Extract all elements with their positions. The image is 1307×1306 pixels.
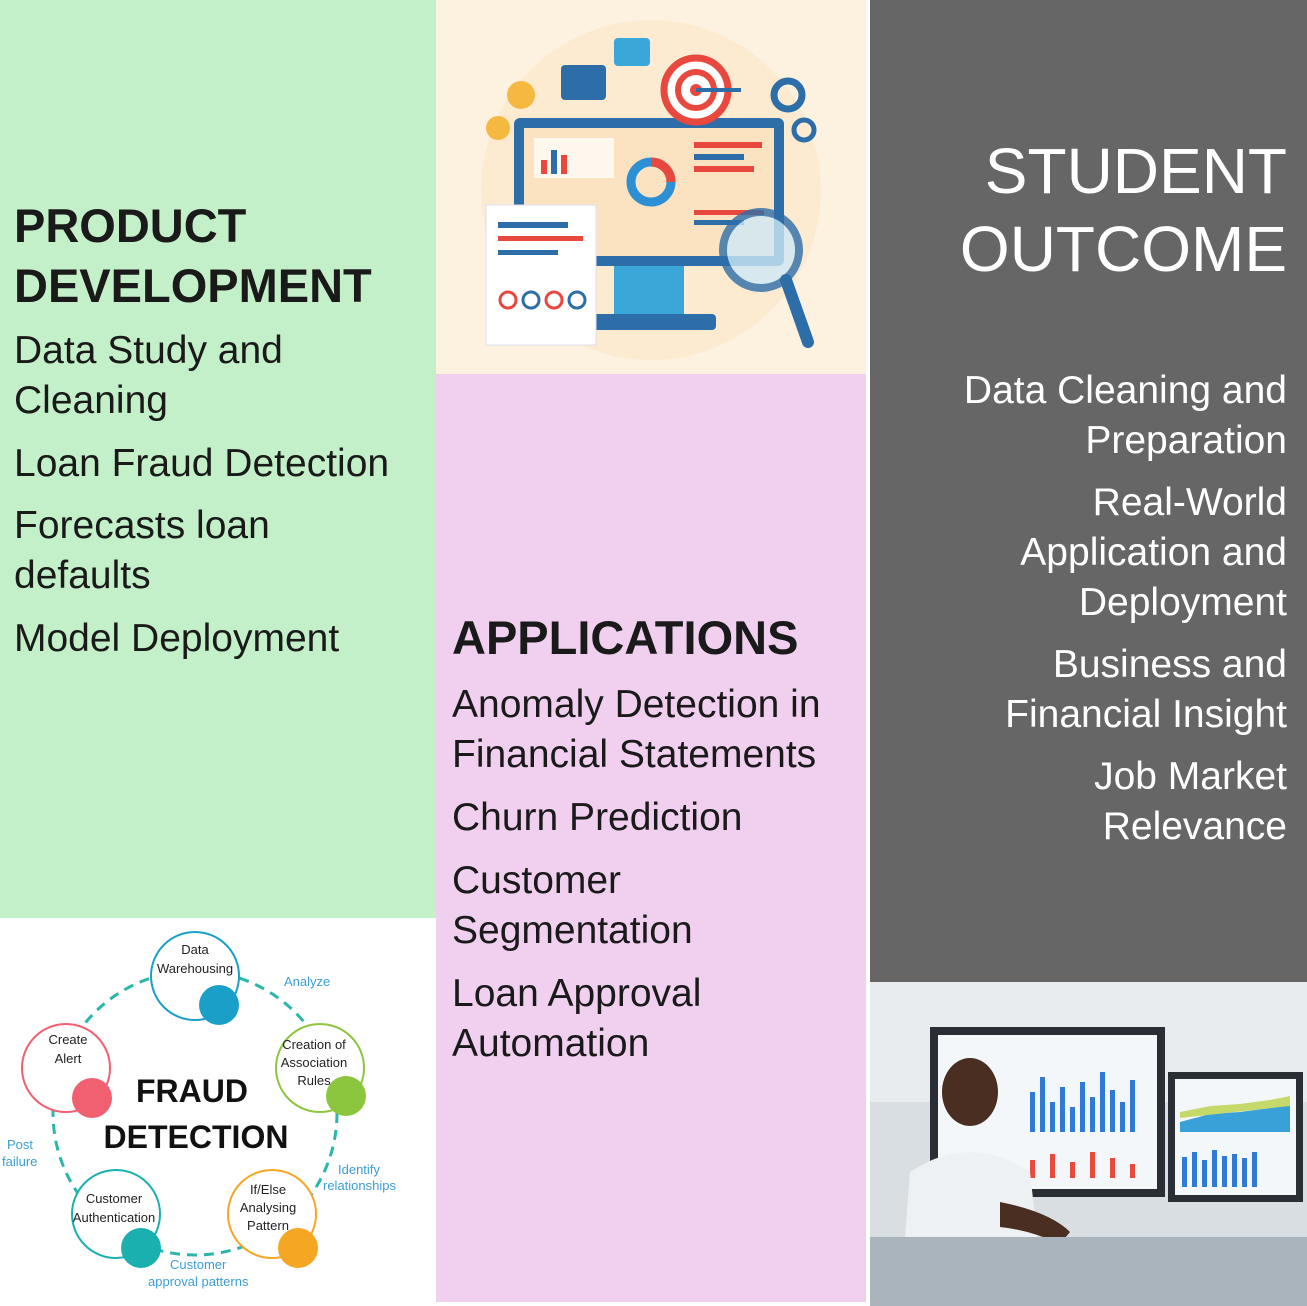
node-dot [121,1228,161,1268]
product-development-title: PRODUCT DEVELOPMENT [14,196,424,316]
analyst-photo [870,982,1307,1306]
item-line: Loan Approval [452,972,702,1015]
item-line: defaults [14,554,151,597]
item-line: Loan Fraud Detection [14,442,390,485]
student-outcome-title: STUDENT OUTCOME [960,132,1287,288]
list-item: Business and Financial Insight [877,640,1287,740]
list-item: Forecasts loan defaults [14,501,424,601]
edge-label: Identify [338,1162,380,1177]
item-line: Deployment [1078,581,1287,624]
title-line: DEVELOPMENT [14,259,372,312]
item-line: Churn Prediction [452,796,743,839]
edge-label: relationships [323,1178,396,1193]
node-analysing-pattern: If/Else Analysing Pattern [227,1169,318,1268]
item-line: Financial Insight [1005,693,1287,736]
edge-label: approval patterns [148,1274,249,1289]
node-customer-authentication: Customer Authentication [71,1169,161,1268]
node-association-rules: Creation of Association Rules [275,1023,366,1116]
node-label: Data [181,942,209,957]
item-line: Customer [452,859,622,902]
list-item: Loan Approval Automation [452,969,862,1069]
list-item: Real-World Application and Deployment [877,478,1287,628]
item-line: Anomaly Detection in [452,683,821,726]
analytics-illustration [436,0,866,374]
item-line: Application and [1020,531,1287,574]
list-item: Loan Fraud Detection [14,439,424,489]
node-label: Create [48,1032,87,1047]
list-item: Job Market Relevance [877,752,1287,852]
list-item: Data Cleaning and Preparation [877,366,1287,466]
edge-label: failure [2,1154,37,1169]
applications-panel: APPLICATIONS Anomaly Detection in Financ… [436,374,866,1302]
node-label: Customer [86,1191,143,1206]
diagram-center-label: FRAUD [136,1073,248,1109]
node-dot [72,1078,112,1118]
node-dot [278,1228,318,1268]
node-data-warehousing: Data Warehousing [150,931,240,1025]
title-line: OUTCOME [959,213,1287,285]
node-dot [199,985,239,1025]
item-line: Cleaning [14,379,168,422]
title-line: PRODUCT [14,199,247,252]
item-line: Job Market [1094,755,1287,798]
node-label: Warehousing [157,961,233,976]
list-item: Churn Prediction [452,793,862,843]
node-label: Authentication [73,1210,155,1225]
item-line: Data Study and [14,329,283,372]
node-label: Pattern [247,1218,289,1233]
item-line: Model Deployment [14,617,340,660]
list-item: Anomaly Detection in Financial Statement… [452,680,862,780]
node-label: Rules [297,1073,331,1088]
item-line: Automation [452,1022,650,1065]
student-outcome-panel: STUDENT OUTCOME Data Cleaning and Prepar… [870,0,1307,982]
edge-label: Post [7,1137,33,1152]
node-label: Alert [55,1051,82,1066]
title-line: STUDENT [984,135,1287,207]
list-item: Data Study and Cleaning [14,326,424,426]
edge-label: Customer [170,1257,227,1272]
node-dot [326,1076,366,1116]
product-development-panel: PRODUCT DEVELOPMENT Data Study and Clean… [0,0,436,918]
fraud-detection-diagram: Data Warehousing Creation of Association… [0,918,436,1306]
item-line: Segmentation [452,909,693,952]
item-line: Business and [1052,643,1287,686]
node-label: Analysing [240,1200,296,1215]
item-line: Data Cleaning and [963,369,1287,412]
item-line: Forecasts loan [14,504,270,547]
item-line: Preparation [1085,419,1287,462]
list-item: Customer Segmentation [452,856,862,956]
diagram-center-label: DETECTION [104,1119,289,1155]
item-line: Real-World [1092,481,1287,524]
node-label: Creation of [282,1037,346,1052]
node-label: If/Else [250,1182,286,1197]
item-line: Relevance [1102,805,1287,848]
node-create-alert: Create Alert [21,1023,112,1118]
edge-label: Analyze [284,974,330,989]
list-item: Model Deployment [14,614,424,664]
applications-title: APPLICATIONS [452,611,799,664]
item-line: Financial Statements [452,733,817,776]
node-label: Association [281,1055,347,1070]
